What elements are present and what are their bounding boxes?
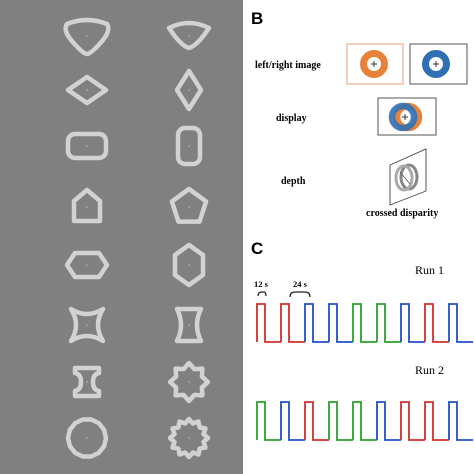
panel-a-background bbox=[0, 0, 243, 474]
bracket-12s bbox=[257, 291, 267, 297]
shape-hexagon-wide bbox=[64, 250, 110, 280]
shape-hexagon-tall bbox=[172, 242, 206, 288]
shape-lens-wide bbox=[166, 20, 212, 51]
shape-diamond-tall bbox=[174, 68, 204, 112]
fixation-dot bbox=[188, 437, 190, 439]
stimulus-block-green bbox=[376, 303, 401, 343]
stimulus-block-blue bbox=[448, 401, 473, 441]
stimulus-block-green bbox=[352, 401, 377, 441]
interval-label-24s: 24 s bbox=[293, 279, 308, 289]
panel-b: B left/right image display depth crossed… bbox=[251, 9, 468, 219]
shape-i-beam-narrow bbox=[174, 306, 204, 344]
run-1-label: Run 1 bbox=[415, 263, 444, 277]
panel-c: C Run 1 Run 2 12 s 24 s bbox=[251, 239, 473, 441]
fixation-dot bbox=[188, 324, 190, 326]
left-right-image-label: left/right image bbox=[255, 60, 321, 71]
fixation-dot bbox=[86, 35, 88, 37]
shape-circle bbox=[65, 417, 109, 459]
depth-label: depth bbox=[281, 176, 306, 187]
fixation-dot bbox=[86, 264, 88, 266]
stimulus-block-blue bbox=[448, 303, 473, 343]
fixation-dot bbox=[86, 324, 88, 326]
right-image bbox=[409, 43, 468, 85]
stimulus-block-blue bbox=[304, 303, 329, 343]
stimulus-block-blue bbox=[328, 303, 353, 343]
display-label: display bbox=[276, 113, 307, 124]
stimulus-block-red bbox=[424, 401, 449, 441]
stimulus-block-red bbox=[256, 303, 281, 343]
shape-pentagon-house bbox=[71, 187, 103, 224]
fixation-dot bbox=[86, 381, 88, 383]
panel-a-stimuli bbox=[0, 0, 243, 474]
fixation-dot bbox=[188, 206, 190, 208]
fixation-dot bbox=[188, 35, 190, 37]
crossed-disparity-label: crossed disparity bbox=[366, 208, 438, 219]
stimulus-block-red bbox=[304, 401, 329, 441]
depth-diagram bbox=[389, 148, 427, 206]
left-image bbox=[346, 43, 404, 85]
stimulus-block-blue bbox=[280, 401, 305, 441]
fixation-dot bbox=[86, 437, 88, 439]
stimulus-block-blue bbox=[400, 303, 425, 343]
fixation-dot bbox=[188, 89, 190, 91]
interval-label-12s: 12 s bbox=[254, 279, 269, 289]
shape-twelve-point-star bbox=[167, 416, 211, 460]
shape-four-point-star bbox=[68, 306, 106, 344]
shape-eight-point-star bbox=[167, 360, 211, 404]
stimulus-block-red bbox=[424, 303, 449, 343]
stimulus-block-green bbox=[328, 401, 353, 441]
shape-pentagon bbox=[169, 186, 209, 224]
shape-rounded-rectangle-tall bbox=[175, 125, 203, 167]
run-2-timecourse bbox=[256, 401, 473, 441]
fixation-dot bbox=[86, 206, 88, 208]
stimulus-block-red bbox=[280, 303, 305, 343]
run-2-label: Run 2 bbox=[415, 363, 444, 377]
panel-c-letter: C bbox=[251, 239, 263, 258]
fixation-dot bbox=[86, 89, 88, 91]
fixation-dot bbox=[188, 381, 190, 383]
run-1-timecourse bbox=[256, 303, 473, 343]
shape-diamond-wide bbox=[65, 74, 109, 106]
fixation-dot bbox=[188, 145, 190, 147]
shape-rounded-triangle bbox=[63, 17, 111, 57]
fixation-dot bbox=[188, 264, 190, 266]
stimulus-block-green bbox=[256, 401, 281, 441]
stimulus-block-red bbox=[400, 401, 425, 441]
shape-i-beam-wide bbox=[72, 365, 102, 399]
stimulus-block-green bbox=[352, 303, 377, 343]
display-image bbox=[377, 97, 437, 136]
stimulus-block-blue bbox=[376, 401, 401, 441]
shape-rounded-rectangle-wide bbox=[65, 131, 109, 161]
panel-b-letter: B bbox=[251, 9, 263, 28]
bracket-24s bbox=[289, 291, 311, 298]
shape-grid bbox=[63, 17, 212, 460]
fixation-dot bbox=[86, 145, 88, 147]
